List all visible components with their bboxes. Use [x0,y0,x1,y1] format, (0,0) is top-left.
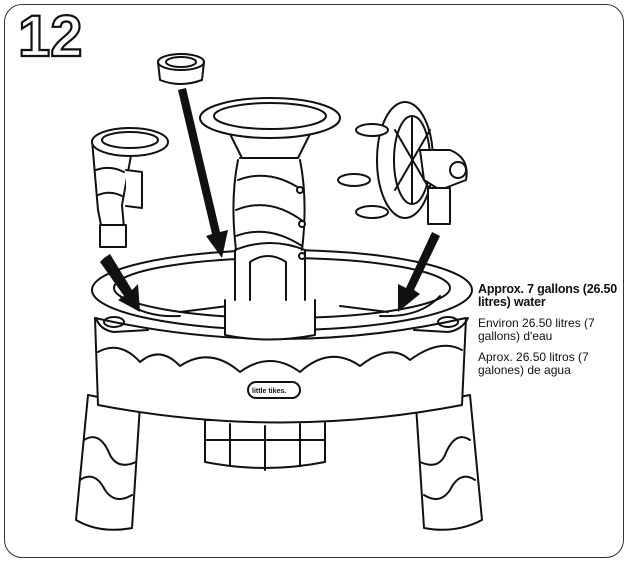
arrow-left [100,254,140,312]
water-tower [199,97,341,341]
capacity-spanish: Aprox. 26.50 litros (7 galones) de agua [478,350,589,377]
water-wheel [337,101,468,225]
brand-logo-badge [247,381,301,399]
water-capacity-notes: Approx. 7 gallons (26.50 litres) water E… [478,283,623,377]
capacity-french: Environ 26.50 litres (7 gallons) d'eau [478,316,595,343]
capacity-english: Approx. 7 gallons (26.50 litres) water [478,282,617,309]
assembly-arrows [100,88,440,312]
step-number: 12 [12,3,122,70]
left-funnel-part [91,127,169,248]
table-legs [75,394,483,531]
step-number-graphic: 12 [17,3,84,70]
under-basin [204,419,326,471]
table-skirt: little tikes. [94,317,467,424]
step-number-text: 12 [18,4,83,66]
page-frame [4,4,624,558]
arrow-right [398,232,440,312]
arrow-center [178,88,228,258]
small-cap [157,53,205,85]
brand-logo: little tikes. [252,388,286,395]
